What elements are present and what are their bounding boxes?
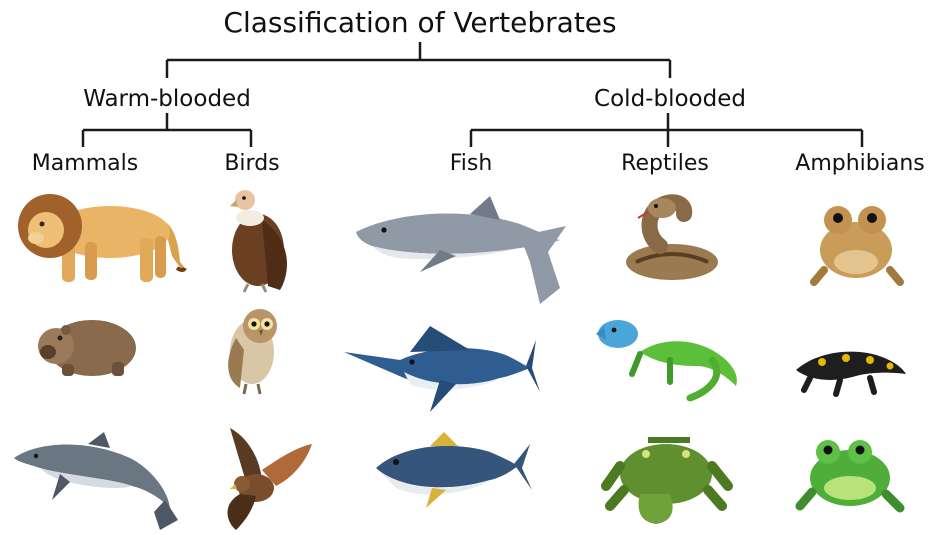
connector-cold xyxy=(471,113,862,147)
lion-icon xyxy=(18,194,185,282)
wombat-icon xyxy=(38,320,136,376)
class-label-reptiles: Reptiles xyxy=(621,151,709,176)
hawk-icon xyxy=(228,428,313,530)
class-label-birds: Birds xyxy=(224,151,279,176)
tuna-icon xyxy=(376,432,532,508)
vulture-icon xyxy=(230,190,287,292)
salamander-icon xyxy=(796,352,906,394)
crocodile-icon xyxy=(606,440,728,524)
owl-icon xyxy=(228,309,277,394)
group-label-warm-blooded: Warm-blooded xyxy=(83,86,251,112)
toad-icon xyxy=(814,206,900,282)
group-label-cold-blooded: Cold-blooded xyxy=(594,86,746,112)
connector-root xyxy=(167,42,670,78)
iguana-icon xyxy=(596,320,737,398)
dolphin-icon xyxy=(14,432,178,530)
diagram-title: Classification of Vertebrates xyxy=(223,6,616,39)
connector-warm xyxy=(83,113,251,147)
class-label-fish: Fish xyxy=(450,151,493,176)
rattlesnake-icon xyxy=(626,198,718,280)
marlin-icon xyxy=(344,326,540,412)
class-label-amphibians: Amphibians xyxy=(795,151,924,176)
frog-icon xyxy=(800,440,900,508)
class-label-mammals: Mammals xyxy=(32,151,138,176)
shark-icon xyxy=(356,196,566,304)
